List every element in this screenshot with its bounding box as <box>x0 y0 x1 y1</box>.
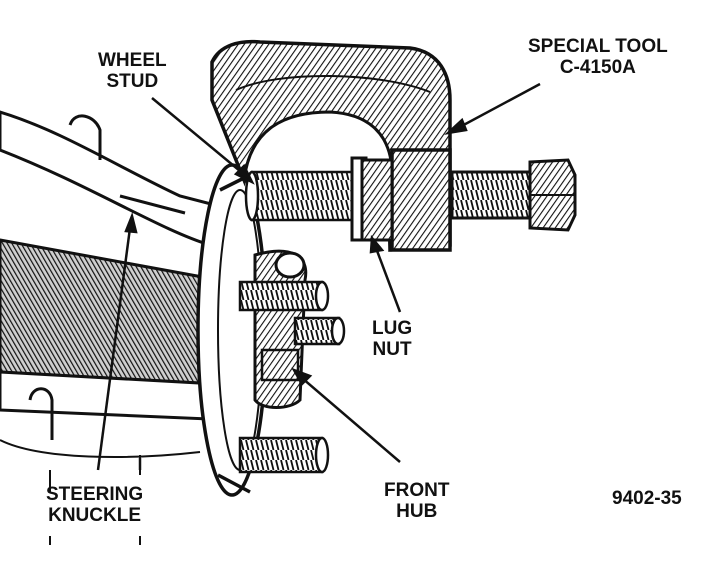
wheel-stud <box>244 170 362 222</box>
special-tool-screw <box>450 158 577 232</box>
figure-number: 9402-35 <box>612 488 682 509</box>
wheel-stud-leader <box>151 97 247 177</box>
special-tool-label: SPECIAL TOOL C-4150A <box>528 36 668 78</box>
front-hub-leader <box>301 377 401 463</box>
special-tool-leader <box>457 82 541 130</box>
steering-knuckle-leader <box>96 227 132 471</box>
lug-nut <box>350 156 394 242</box>
hub-wheel-studs <box>238 280 346 474</box>
wheel-stud-label: WHEEL STUD <box>98 50 167 92</box>
lug-nut-label: LUG NUT <box>372 318 413 360</box>
steering-knuckle-label: STEERING KNUCKLE <box>46 484 144 526</box>
steering-knuckle-upper-arm <box>0 110 217 247</box>
lug-nut-leader <box>374 247 402 313</box>
front-hub-label: FRONT HUB <box>384 480 450 522</box>
steering-knuckle-body <box>0 238 237 492</box>
leader-lines <box>96 82 541 471</box>
